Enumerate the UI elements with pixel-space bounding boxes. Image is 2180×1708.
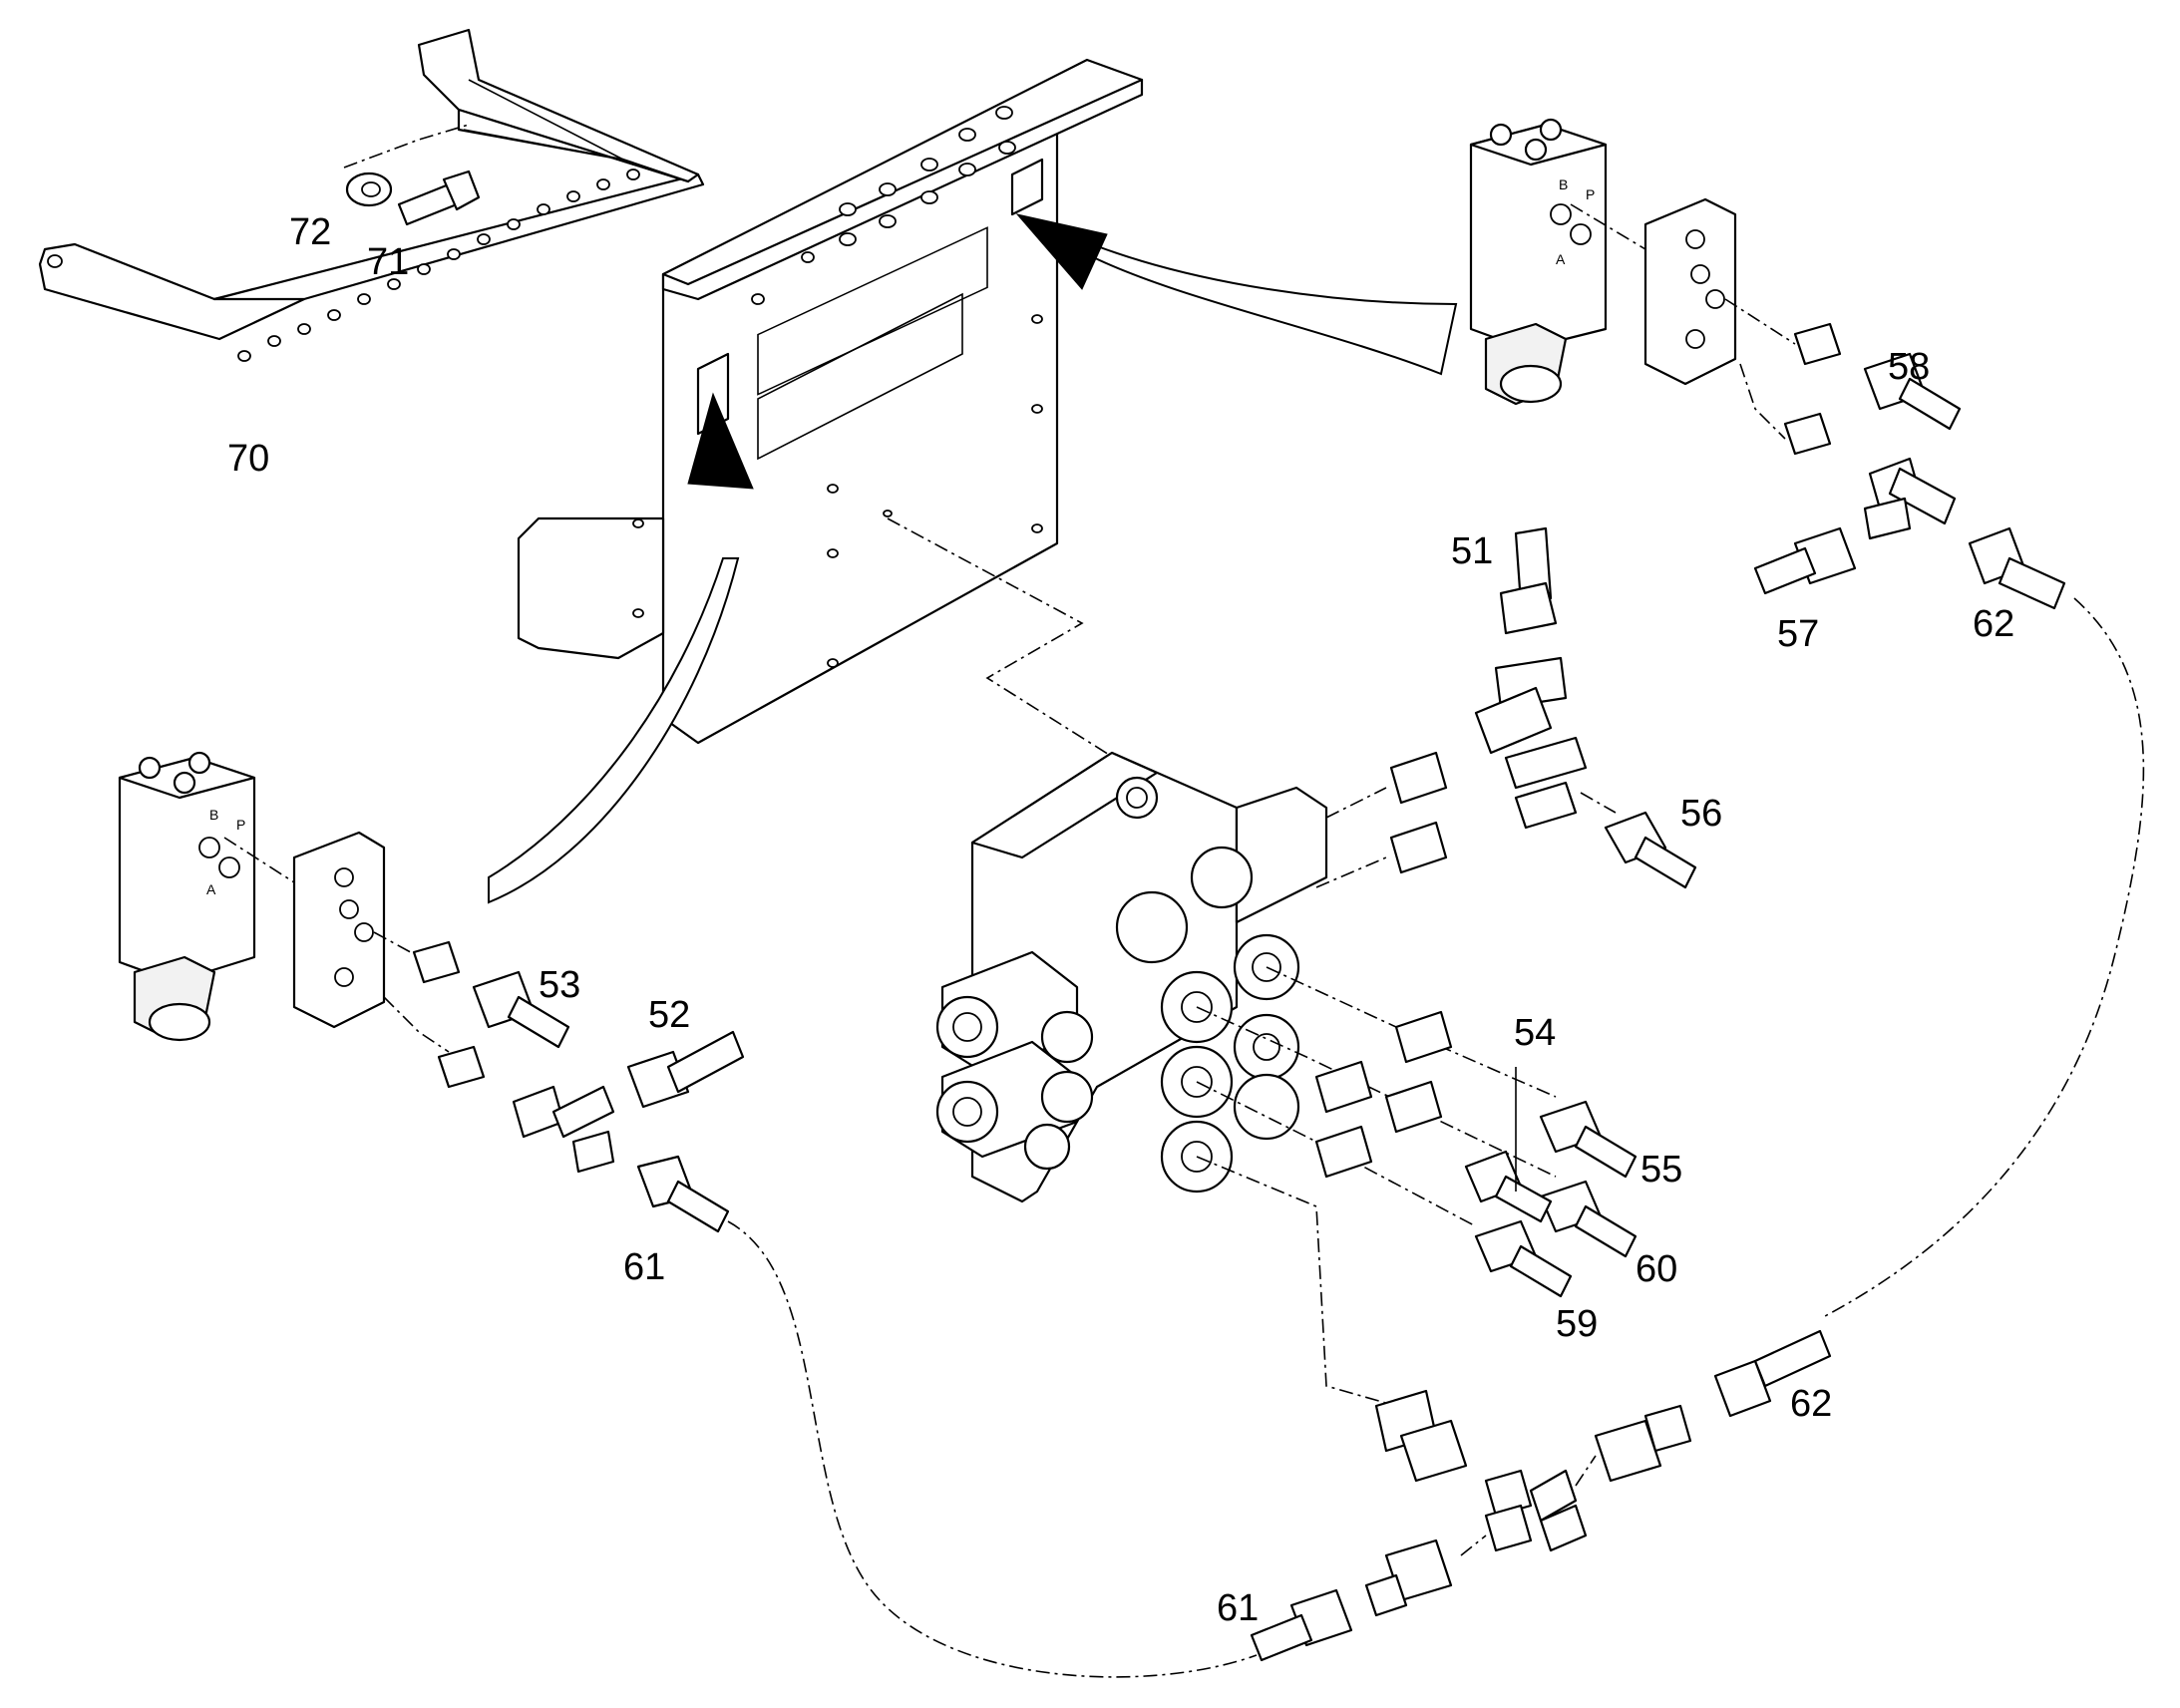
adapter-53 [412,940,461,984]
bolt-71 [397,170,481,226]
port-p-label-left: P [236,817,245,833]
port-a-label: A [1556,251,1566,267]
hose-end-59 [1474,1219,1573,1298]
lower-adapter [1374,1389,1468,1483]
callout-61-left: 61 [623,1246,665,1288]
mounting-bracket-70 [38,28,705,362]
solenoid-valve-left: B P A [118,751,256,1042]
port-b-label: B [1559,176,1568,192]
callout-53: 53 [539,964,580,1006]
callout-55: 55 [1640,1149,1682,1191]
solenoid-valve-right: B P A [1469,118,1608,406]
callout-62-top: 62 [1973,603,2014,645]
tee-fitting-51 [1474,526,1588,830]
curved-arrow-right [1015,213,1458,376]
hose-end-62-lower [1713,1329,1832,1418]
hose-end-61-lower [1250,1588,1353,1662]
callout-52: 52 [648,994,690,1036]
callout-54: 54 [1514,1012,1556,1054]
callout-71: 71 [367,241,409,283]
hose-end-55 [1539,1100,1637,1179]
port-a-label-left: A [206,881,216,897]
callout-58: 58 [1888,346,1930,388]
port-b-label-left: B [209,807,218,823]
hose-end-61-left [636,1155,730,1233]
callout-57: 57 [1777,613,1819,655]
hose-end-62-top [1968,526,2066,610]
hose-end-53 [472,970,570,1049]
hose-end-57 [1753,526,1857,595]
adapter-58 [1793,322,1842,366]
curved-arrow-left [488,392,754,904]
adapter-fitting [1314,751,1453,1179]
manifold-plate-right [1643,197,1737,386]
callout-62-lower: 62 [1790,1383,1832,1425]
port-p-label: P [1586,186,1595,202]
washer-72 [345,171,393,207]
tee-fitting-left [437,1045,615,1174]
lower-tee-fitting [1484,1469,1588,1552]
callout-61-lower: 61 [1217,1587,1259,1629]
control-valve-block [935,751,1328,1203]
tee-fitting-right [1783,412,1957,540]
callout-51: 51 [1451,530,1493,572]
hose-end-52 [626,1030,745,1109]
hose-end-60 [1539,1180,1637,1258]
valve-mounting-plate [517,58,1144,745]
manifold-plate-left [292,831,386,1029]
callout-60: 60 [1635,1248,1677,1290]
callout-59: 59 [1556,1303,1598,1345]
hose-end-56 [1604,811,1697,889]
fitting-54 [1464,1150,1553,1223]
callout-72: 72 [289,211,331,253]
callout-56: 56 [1680,793,1722,835]
lower-adapter-61 [1364,1538,1453,1617]
callout-70: 70 [227,438,269,480]
lower-adapter-62 [1594,1404,1692,1483]
hose-end-58 [1863,352,1962,431]
